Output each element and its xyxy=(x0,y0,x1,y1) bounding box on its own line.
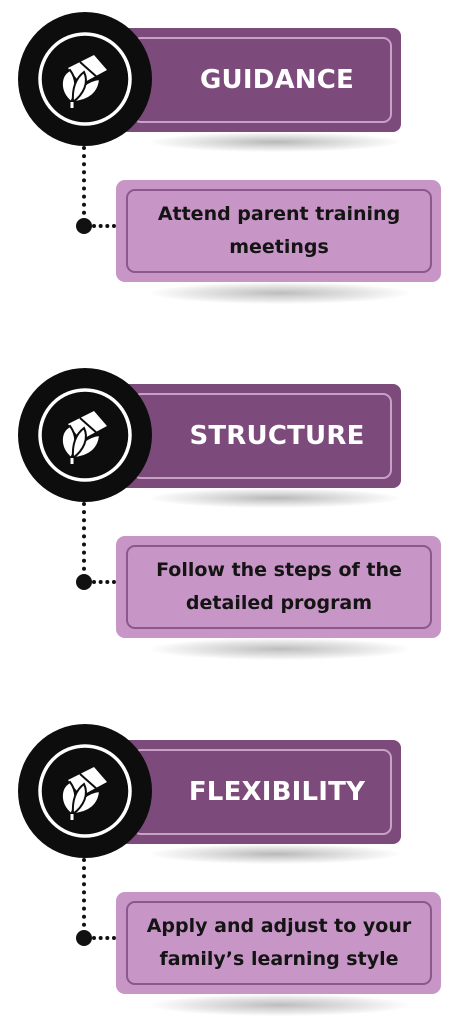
dotted-connector-horizontal xyxy=(92,580,116,584)
description-line: Follow the steps of the xyxy=(156,559,402,581)
header-shadow xyxy=(150,844,400,864)
step-description-box: Apply and adjust to your family’s learni… xyxy=(116,892,441,994)
step-description-frame: Attend parent training meetings xyxy=(126,189,432,273)
step-description: Attend parent training meetings xyxy=(158,198,400,264)
header-shadow xyxy=(150,488,400,508)
connector-dot xyxy=(76,930,92,946)
dotted-connector-horizontal xyxy=(92,224,116,228)
leaf-book-icon xyxy=(18,368,152,502)
step-description-frame: Follow the steps of the detailed program xyxy=(126,545,432,629)
description-shadow xyxy=(150,282,410,304)
description-shadow xyxy=(150,638,410,660)
step-description-frame: Apply and adjust to your family’s learni… xyxy=(126,901,432,985)
dotted-connector-vertical xyxy=(82,146,86,223)
leaf-book-icon xyxy=(18,12,152,146)
dotted-connector-vertical xyxy=(82,502,86,579)
step-header-box: FLEXIBILITY xyxy=(120,740,401,844)
step-header-frame: STRUCTURE xyxy=(132,393,392,479)
description-line: detailed program xyxy=(185,592,373,614)
connector-dot xyxy=(76,574,92,590)
dotted-connector-vertical xyxy=(82,858,86,935)
step-guidance: GUIDANCE Attend parent training meetings xyxy=(0,0,473,304)
dotted-connector-horizontal xyxy=(92,936,116,940)
step-title: STRUCTURE xyxy=(189,421,365,451)
step-structure: STRUCTURE Follow the steps of the detail… xyxy=(0,356,473,660)
description-line: Attend parent training xyxy=(157,203,401,225)
step-flexibility: FLEXIBILITY Apply and adjust to your fam… xyxy=(0,712,473,1016)
step-description: Apply and adjust to your family’s learni… xyxy=(147,910,412,976)
step-title: GUIDANCE xyxy=(199,65,355,95)
description-line: Apply and adjust to your xyxy=(146,915,412,937)
step-title: FLEXIBILITY xyxy=(188,777,366,807)
step-description-box: Follow the steps of the detailed program xyxy=(116,536,441,638)
step-description-box: Attend parent training meetings xyxy=(116,180,441,282)
description-line: meetings xyxy=(229,236,329,258)
step-header-box: GUIDANCE xyxy=(120,28,401,132)
step-description: Follow the steps of the detailed program xyxy=(156,554,402,620)
header-shadow xyxy=(150,132,400,152)
description-line: family’s learning style xyxy=(159,948,399,970)
leaf-book-icon xyxy=(18,724,152,858)
connector-dot xyxy=(76,218,92,234)
step-header-frame: FLEXIBILITY xyxy=(132,749,392,835)
step-header-frame: GUIDANCE xyxy=(132,37,392,123)
description-shadow xyxy=(150,994,410,1016)
step-header-box: STRUCTURE xyxy=(120,384,401,488)
